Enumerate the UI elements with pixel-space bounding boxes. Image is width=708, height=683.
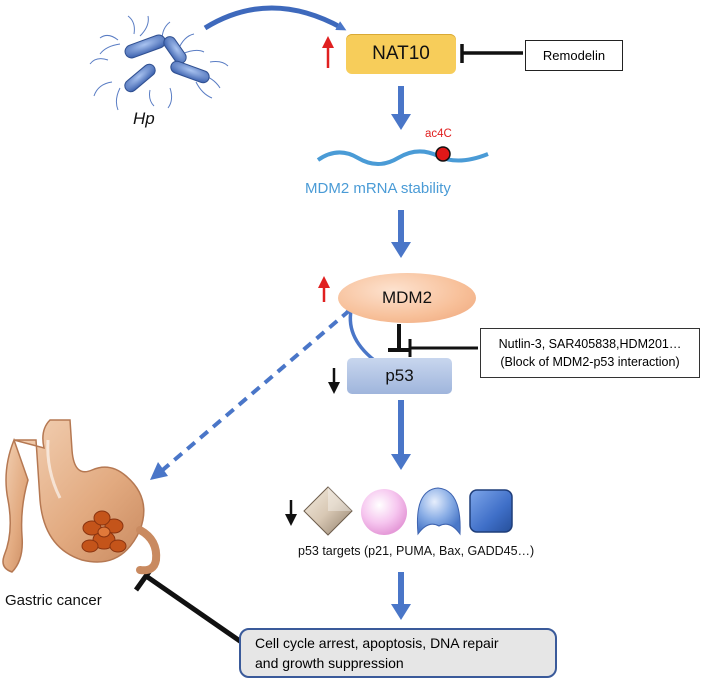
p53-to-targets-arrow xyxy=(391,400,411,470)
remodelin-inhibition-bar xyxy=(460,44,523,63)
hp-label: Hp xyxy=(133,109,155,128)
mdm2-label: MDM2 xyxy=(381,288,433,307)
mdm2-node: MDM2 xyxy=(338,273,476,323)
ac4c-modification-dot-icon xyxy=(435,146,451,162)
p53-label: p53 xyxy=(385,366,414,385)
hp-bacteria-icon xyxy=(89,15,229,111)
remodelin-node: Remodelin xyxy=(525,40,623,71)
remodelin-label: Remodelin xyxy=(542,48,606,63)
nutlin-line-2: (Block of MDM2-p53 interaction) xyxy=(500,355,680,369)
nat10-label: NAT10 xyxy=(372,43,430,64)
mdm2-to-gastric-arrowhead xyxy=(150,462,168,480)
hp-to-nat10-arrow xyxy=(203,5,347,31)
p53-downregulation-arrow xyxy=(328,368,340,394)
mdm2-inhibits-p53-bar xyxy=(388,324,410,352)
p53-target-sphere-icon xyxy=(361,489,407,535)
nutlin-inhibition-bar xyxy=(408,339,478,357)
targets-to-outcome-arrow xyxy=(391,572,411,620)
outcome-line-1: Cell cycle arrest, apoptosis, DNA repair xyxy=(255,635,499,651)
mrna-strand-icon xyxy=(316,149,489,166)
p53-node: p53 xyxy=(347,358,452,394)
mrna-stability-label: MDM2 mRNA stability xyxy=(305,180,451,197)
p53-target-cube-icon xyxy=(469,489,513,533)
mdm2-upregulation-arrow xyxy=(318,276,330,302)
stomach-icon xyxy=(2,419,161,575)
nutlin-inhibitors-node: Nutlin-3, SAR405838,HDM201… (Block of MD… xyxy=(480,328,700,378)
mrna-to-mdm2-arrow xyxy=(391,210,411,258)
nat10-node: NAT10 xyxy=(346,34,456,74)
p53-target-bell-icon xyxy=(416,487,461,536)
nat10-to-mrna-arrow xyxy=(391,86,411,130)
targets-downregulation-arrow xyxy=(285,500,297,526)
p53-target-diamond-icon xyxy=(303,486,353,536)
mdm2-to-gastric-dashed-arrow xyxy=(156,308,352,476)
ac4c-label: ac4C xyxy=(425,128,452,140)
nutlin-line-1: Nutlin-3, SAR405838,HDM201… xyxy=(498,337,682,351)
gastric-cancer-label: Gastric cancer xyxy=(5,592,102,609)
p53-targets-label: p53 targets (p21, PUMA, Bax, GADD45…) xyxy=(298,544,535,558)
nat10-upregulation-arrow xyxy=(322,36,334,68)
tumor-icon xyxy=(81,510,127,553)
outcome-inhibits-gastric-bar xyxy=(133,560,252,651)
outcome-line-2: and growth suppression xyxy=(255,655,404,671)
outcome-node: Cell cycle arrest, apoptosis, DNA repair… xyxy=(239,628,557,678)
